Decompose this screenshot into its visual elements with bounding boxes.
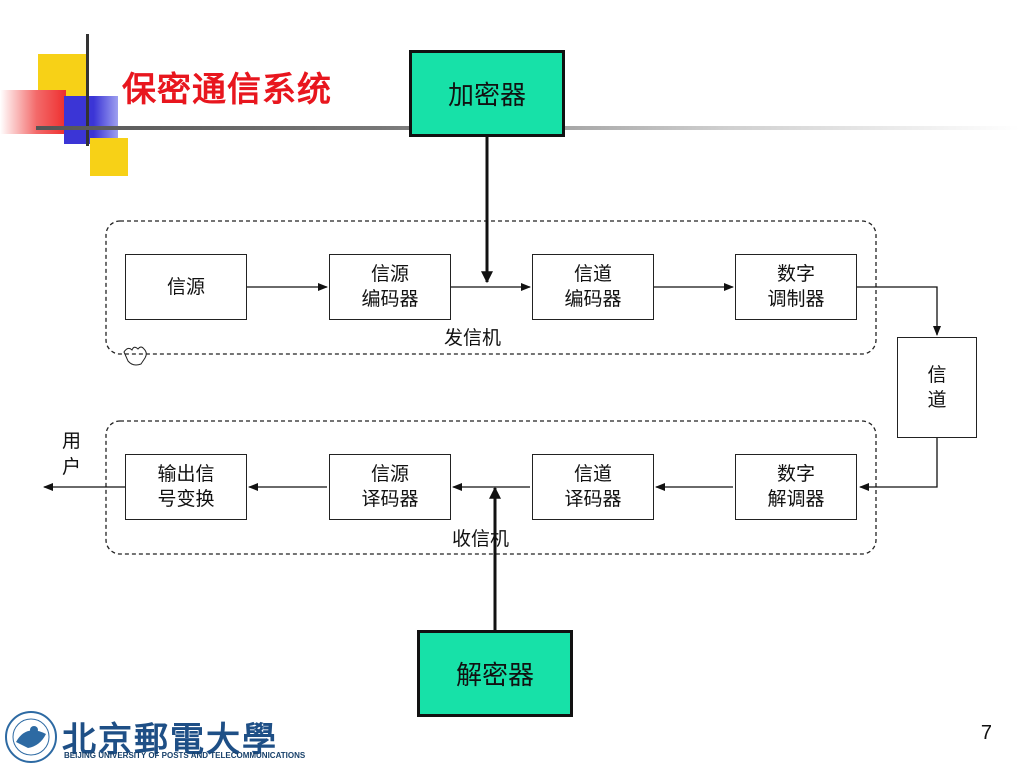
channel-encoder-line1: 信道 (573, 263, 612, 285)
decor-yellow-square-small (90, 138, 128, 176)
receiver-arrows (43, 438, 938, 491)
user-label-line2: 户 (62, 456, 82, 478)
channel-line1: 信 (927, 363, 947, 386)
source-encoder-line2: 编码器 (361, 288, 419, 310)
source-block-label: 信源 (166, 275, 205, 298)
transmitter-arrows (247, 283, 941, 336)
decryptor-label: 解密器 (455, 661, 534, 691)
receiver-label: 收信机 (452, 528, 510, 550)
encryptor-label: 加密器 (447, 81, 526, 111)
digital-demodulator-line1: 数字 (776, 463, 815, 485)
source-decoder-line2: 译码器 (361, 488, 419, 510)
decor-vertical-line (86, 34, 89, 146)
output-transform-line2: 号变换 (157, 488, 215, 510)
transmitter-label: 发信机 (444, 327, 502, 349)
digital-modulator-line2: 调制器 (767, 288, 825, 310)
source-encoder-line1: 信源 (370, 263, 409, 285)
user-label: 用 户 (62, 428, 81, 480)
source-block: 信源 (125, 254, 247, 320)
channel-decoder-line2: 译码器 (564, 488, 622, 510)
source-encoder-block: 信源 编码器 (329, 254, 451, 320)
decryptor-box: 解密器 (417, 630, 573, 717)
channel-block: 信 道 (897, 337, 977, 438)
channel-decoder-block: 信道 译码器 (532, 454, 654, 520)
encryptor-box: 加密器 (409, 50, 565, 137)
channel-decoder-line1: 信道 (573, 463, 612, 485)
output-transform-line1: 输出信 (157, 463, 215, 485)
receiver-group-outline (105, 420, 877, 555)
university-emblem-icon (5, 711, 57, 763)
page-number: 7 (980, 722, 992, 744)
digital-demodulator-line2: 解调器 (767, 488, 825, 510)
user-label-line1: 用 (62, 430, 82, 452)
output-transform-block: 输出信 号变换 (125, 454, 247, 520)
slide-title: 保密通信系统 (122, 70, 332, 110)
channel-line2: 道 (927, 388, 947, 411)
digital-demodulator-block: 数字 解调器 (735, 454, 857, 520)
source-decoder-block: 信源 译码器 (329, 454, 451, 520)
university-name-en: BEIJING UNIVERSITY OF POSTS AND TELECOMM… (64, 751, 306, 760)
channel-encoder-block: 信道 编码器 (532, 254, 654, 320)
digital-modulator-block: 数字 调制器 (735, 254, 857, 320)
university-name-cn: 北京郵電大學 (62, 720, 278, 760)
source-decoder-line1: 信源 (370, 463, 409, 485)
digital-modulator-line1: 数字 (776, 263, 815, 285)
decor-blue-square (64, 96, 118, 144)
channel-encoder-line2: 编码器 (564, 288, 622, 310)
hand-cursor-icon (123, 346, 147, 366)
transmitter-group-outline (105, 220, 877, 355)
